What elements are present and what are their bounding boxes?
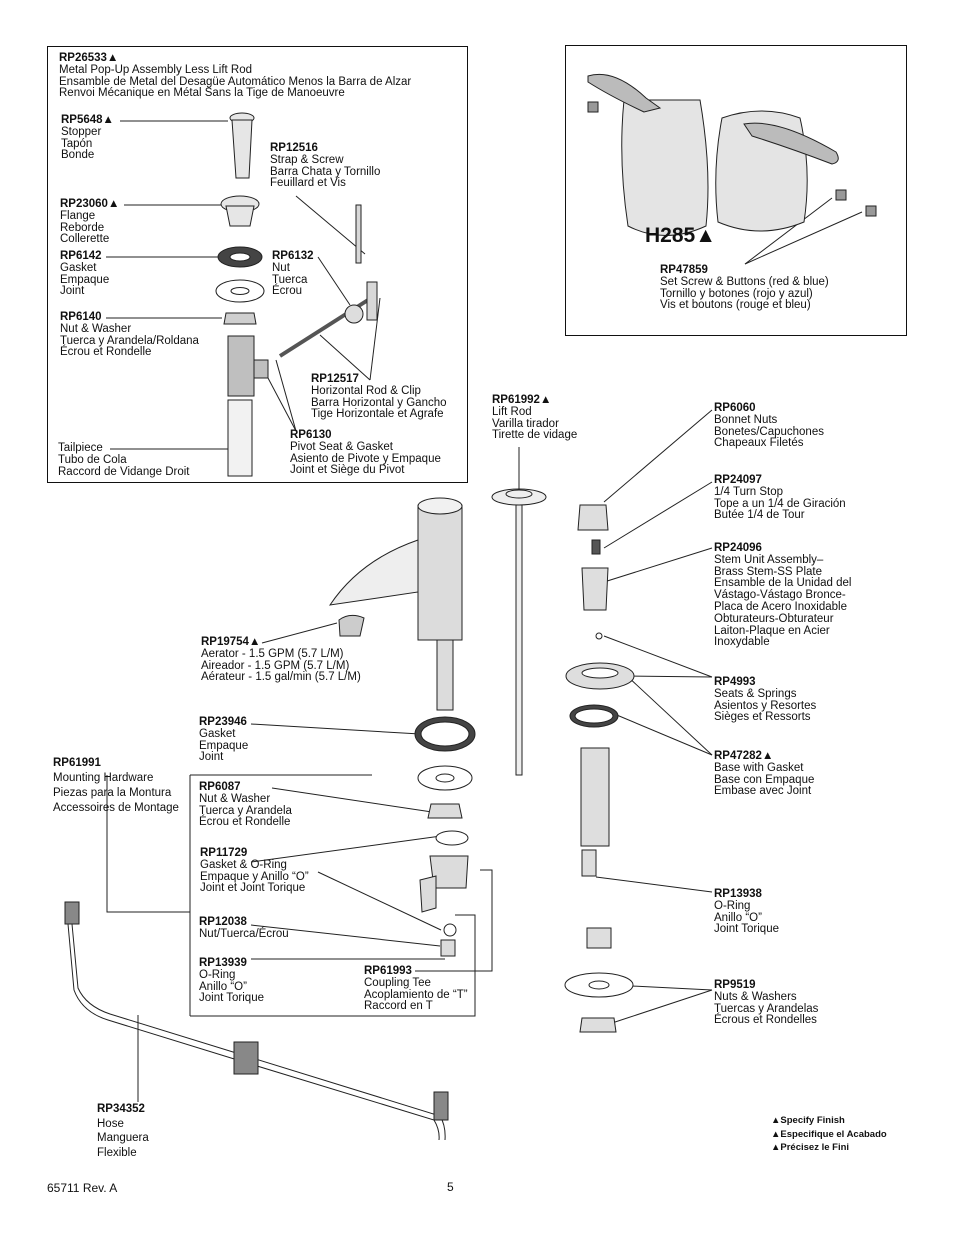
part-label-p15: RP24096 Stem Unit Assembly– Brass Stem-S…: [714, 542, 852, 649]
part-label-p21: RP6087 Nut & Washer Tuerca y Arandela Éc…: [199, 781, 292, 829]
part-label-p2: RP5648▲ Stopper Tapón Bonde: [61, 114, 114, 162]
part-label-p10: Tailpiece Tubo de Cola Raccord de Vidang…: [58, 442, 190, 478]
part-label-p6: RP6132 Nut Tuerca Écrou: [272, 250, 314, 298]
part-label-p25: RP13939 O-Ring Anillo “O” Joint Torique: [199, 957, 264, 1005]
part-label-p1: RP26533▲ Metal Pop-Up Assembly Less Lift…: [59, 52, 412, 100]
part-label-p3: RP12516 Strap & Screw Barra Chata y Torn…: [270, 142, 381, 190]
part-label-p27: RP9519 Nuts & Washers Tuercas y Arandela…: [714, 979, 819, 1027]
part-label-p19: RP61991 Mounting Hardware Piezas para la…: [53, 757, 179, 814]
part-label-p8: RP12517 Horizontal Rod & Clip Barra Hori…: [311, 373, 447, 421]
part-label-p26: RP61993 Coupling Tee Acoplamiento de “T”…: [364, 965, 468, 1013]
popup-assembly-box: [47, 46, 468, 483]
handle-model-label: H285▲: [645, 224, 716, 247]
part-label-p11: RP47859 Set Screw & Buttons (red & blue)…: [660, 264, 829, 312]
part-label-p20: RP47282▲ Base with Gasket Base con Empaq…: [714, 750, 815, 798]
part-label-p9: RP6130 Pivot Seat & Gasket Asiento de Pi…: [290, 429, 441, 477]
part-label-p22: RP11729 Gasket & O-Ring Empaque y Anillo…: [200, 847, 309, 895]
part-label-p24: RP12038 Nut/Tuerca/Écrou: [199, 916, 289, 940]
handle-box: [565, 45, 907, 336]
part-label-p14: RP24097 1/4 Turn Stop Tope a un 1/4 de G…: [714, 474, 846, 522]
part-label-p7: RP6140 Nut & Washer Tuerca y Arandela/Ro…: [60, 311, 199, 359]
finish-notes: ▲Specify Finish ▲Especifique el Acabado …: [771, 1115, 887, 1153]
part-label-p23: RP13938 O-Ring Anillo “O” Joint Torique: [714, 888, 779, 936]
part-label-p12: RP61992▲ Lift Rod Varilla tirador Tirett…: [492, 394, 578, 442]
part-label-p17: RP4993 Seats & Springs Asientos y Resort…: [714, 676, 817, 724]
page-number: 5: [447, 1180, 454, 1194]
document-number: 65711 Rev. A: [47, 1181, 118, 1195]
part-label-p4: RP23060▲ Flange Reborde Collerette: [60, 198, 120, 246]
part-label-p5: RP6142 Gasket Empaque Joint: [60, 250, 110, 298]
part-label-p28: RP34352 Hose Manguera Flexible: [97, 1103, 149, 1159]
part-label-p18: RP23946 Gasket Empaque Joint: [199, 716, 249, 764]
part-label-p13: RP6060 Bonnet Nuts Bonetes/Capuchones Ch…: [714, 402, 824, 450]
part-label-p16: RP19754▲ Aerator - 1.5 GPM (5.7 L/M) Air…: [201, 636, 361, 684]
